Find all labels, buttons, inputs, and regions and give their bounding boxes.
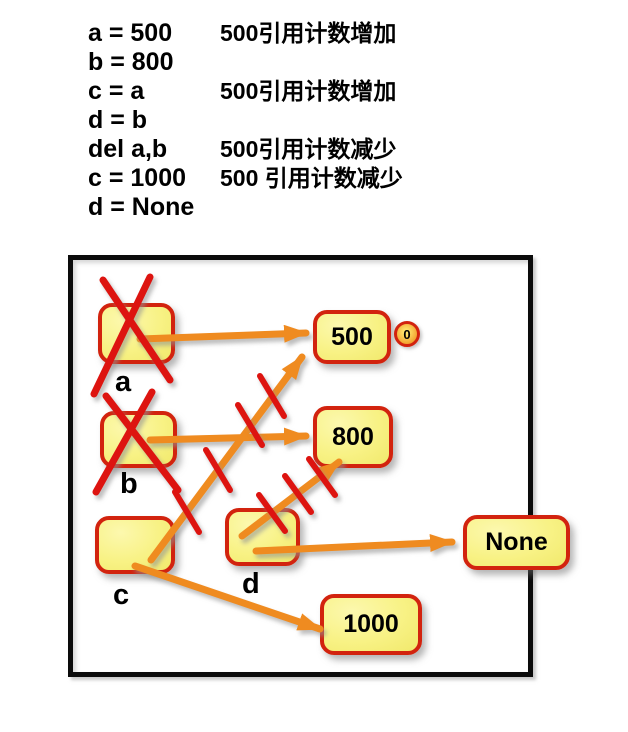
variable-box-b: [100, 411, 177, 468]
value-box-800: 800: [313, 406, 393, 468]
code-line: del a,b 500引用计数减少: [88, 135, 403, 164]
code-text: b = 800: [88, 48, 174, 76]
value-text-1000: 1000: [343, 610, 399, 638]
variable-label-a: a: [115, 366, 132, 398]
code-annotation: 500引用计数增加: [220, 20, 397, 46]
variable-label-d: d: [242, 568, 260, 600]
code-annotation: 500 引用计数减少: [220, 165, 403, 191]
variable-label-c: c: [113, 579, 130, 611]
variable-label-b: b: [120, 468, 138, 500]
code-annotation: 500引用计数减少: [220, 136, 397, 162]
value-text-500: 500: [331, 322, 373, 351]
code-text: c = 1000: [88, 164, 187, 192]
value-box-none: None: [463, 515, 570, 570]
code-line: c = a 500引用计数增加: [88, 77, 403, 106]
value-text-800: 800: [332, 422, 374, 451]
value-box-500: 500: [313, 310, 391, 364]
code-line: a = 500 500引用计数增加: [88, 19, 403, 48]
code-line: d = None: [88, 193, 403, 222]
code-text: c = a: [88, 77, 145, 105]
code-annotation: 500引用计数增加: [220, 78, 397, 104]
value-box-1000: 1000: [320, 594, 422, 655]
code-text: d = None: [88, 193, 195, 221]
variable-box-d: [225, 508, 300, 566]
value-text-none: None: [485, 528, 548, 556]
code-line: c = 1000 500 引用计数减少: [88, 164, 403, 193]
ref-count-badge: 0: [394, 321, 420, 347]
variable-box-c: [95, 516, 175, 574]
code-listing: a = 500 500引用计数增加 b = 800 c = a 500引用计数增…: [88, 19, 403, 222]
code-line: d = b: [88, 106, 403, 135]
code-text: del a,b: [88, 135, 168, 163]
code-text: a = 500: [88, 19, 173, 47]
variable-box-a: [98, 303, 175, 364]
code-text: d = b: [88, 106, 148, 134]
code-line: b = 800: [88, 48, 403, 77]
